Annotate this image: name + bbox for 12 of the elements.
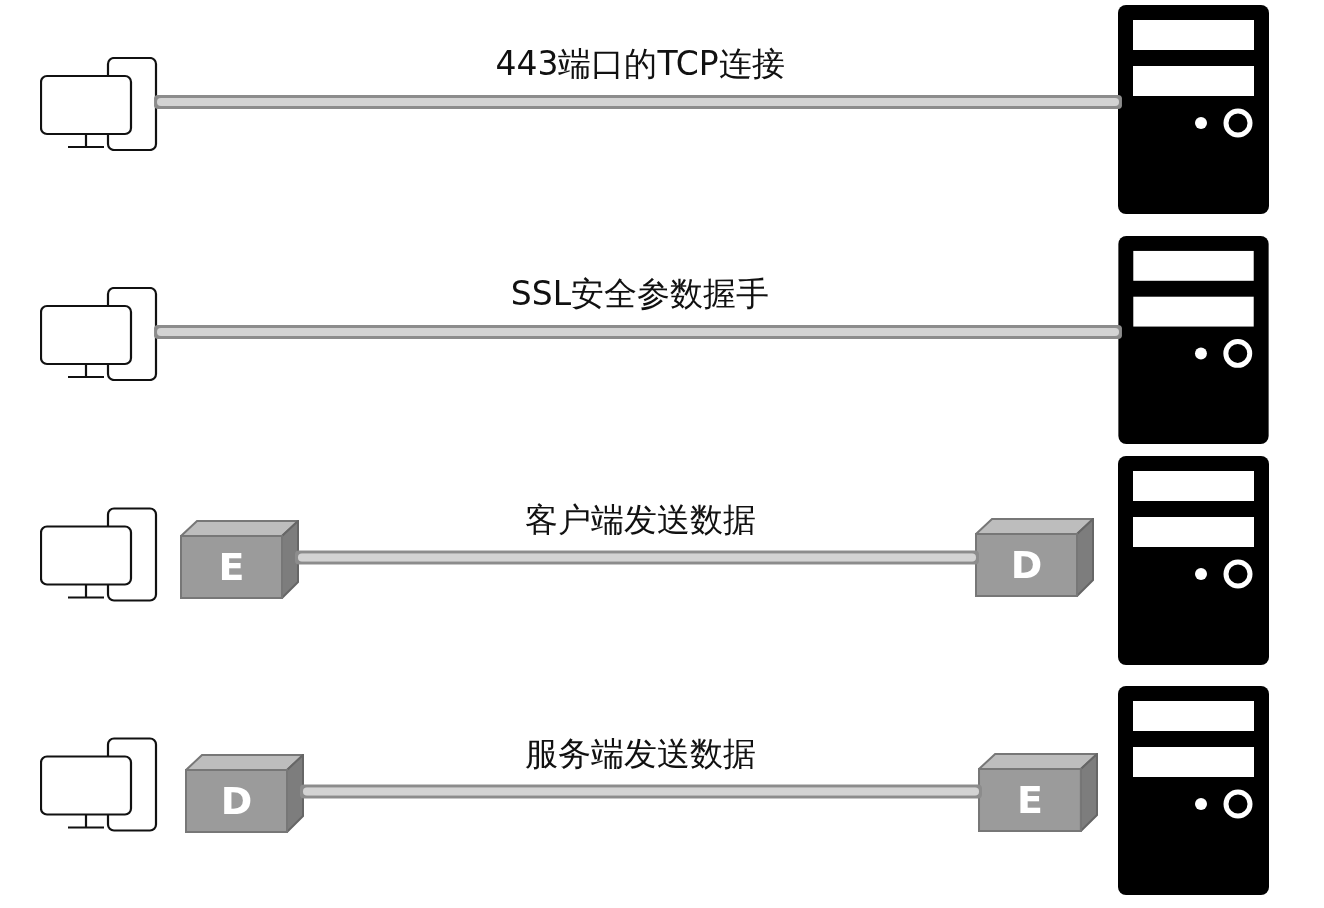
cube-letter: E — [218, 544, 245, 589]
pipe-connector — [157, 98, 1119, 106]
edge-label: 443端口的TCP连接 — [495, 43, 785, 85]
edge-label: 服务端发送数据 — [524, 732, 756, 775]
edge-label: 客户端发送数据 — [524, 498, 756, 541]
pipe-connector — [298, 553, 976, 562]
pipe-connector — [157, 328, 1119, 336]
cube-letter: E — [1017, 777, 1043, 822]
edge-label: SSL安全参数握手 — [510, 273, 770, 315]
pipe-connector — [303, 787, 979, 796]
cube-letter: D — [220, 778, 253, 823]
cube-letter: D — [1010, 542, 1043, 587]
